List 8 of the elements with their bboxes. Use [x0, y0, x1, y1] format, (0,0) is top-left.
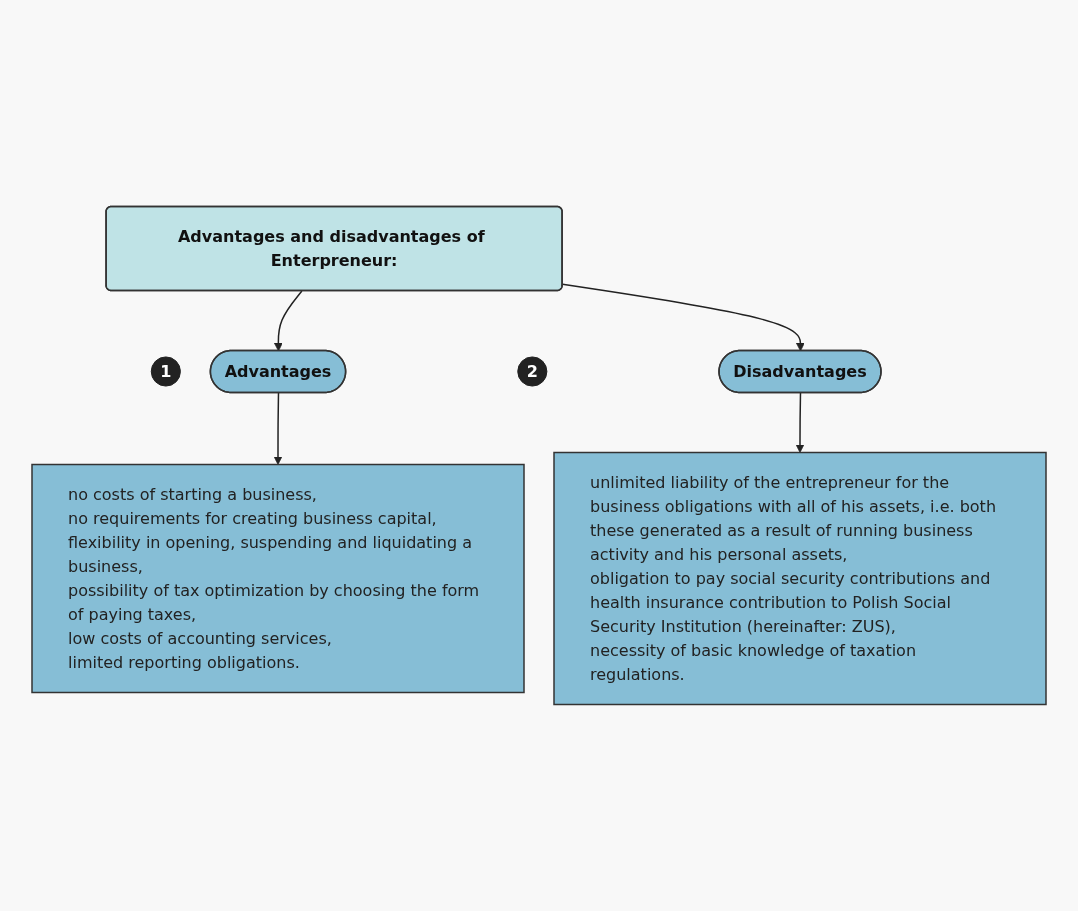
node-circle: 1 — [150, 356, 181, 387]
arrow — [561, 283, 805, 352]
arrow — [273, 392, 283, 465]
node-box: no costs of starting a business, no requirements for creating business capital, flexibility in opening, suspending and liquidating a business, possibility of tax optimization by choosing the form of paying taxes, low costs of accounting services, limited reporting obligations. — [31, 463, 525, 694]
arrow — [273, 290, 303, 352]
arrow — [795, 392, 805, 453]
node-box: unlimited liability of the entrepreneur for the business obligations with all of his assets, i.e. both these generated as a result of running business activity and his personal assets, obligation to pay social security contributions and health insurance contribution to Polish Social Security Institution (hereinafter: ZUS), necessity of basic knowledge of taxation regulations. — [553, 451, 1047, 706]
node-circle: 2 — [517, 356, 548, 387]
